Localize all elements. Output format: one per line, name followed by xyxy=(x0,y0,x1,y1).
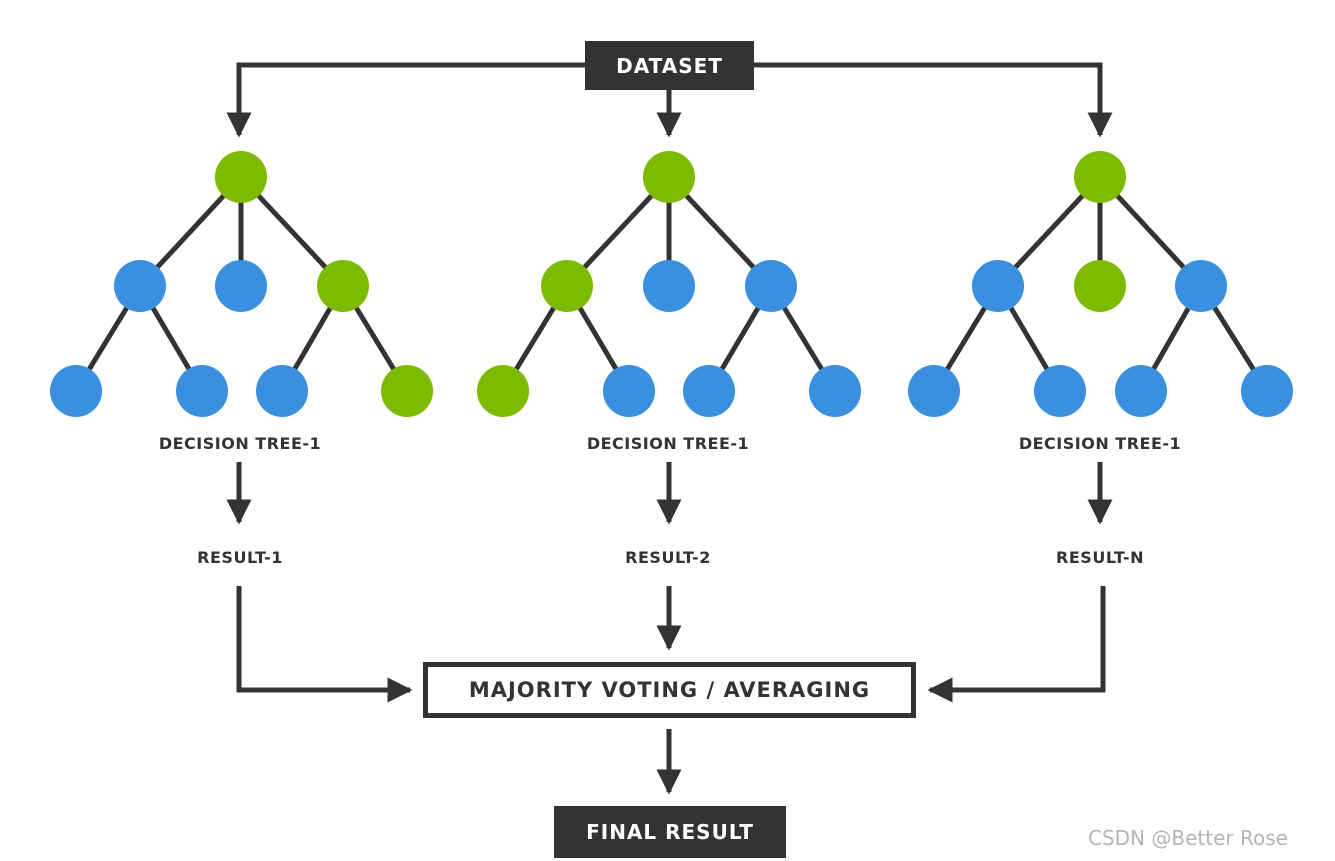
result-n-label: RESULT-N xyxy=(1056,548,1144,567)
tree-3-leaf-node-1 xyxy=(908,365,960,417)
dataset-label: DATASET xyxy=(616,53,723,78)
tree-3-leaf-node-2 xyxy=(1034,365,1086,417)
tree-2-leaf-node-3 xyxy=(683,365,735,417)
final-result-box: FINAL RESULT xyxy=(554,806,786,858)
tree-3-level1-node-3 xyxy=(1175,260,1227,312)
tree-2-leaf-node-1 xyxy=(477,365,529,417)
tree-3-root-node xyxy=(1074,151,1126,203)
dataset-box: DATASET xyxy=(585,41,754,90)
watermark-text: CSDN @Better Rose xyxy=(1088,826,1288,850)
tree-2-leaf-node-4 xyxy=(809,365,861,417)
tree-1-level1-node-3 xyxy=(317,260,369,312)
tree-3-level1-node-1 xyxy=(972,260,1024,312)
tree-2-level1-node-2 xyxy=(643,260,695,312)
tree-1-label: DECISION TREE-1 xyxy=(158,434,322,453)
tree-1-leaf-node-1 xyxy=(50,365,102,417)
tree-1-root-node xyxy=(215,151,267,203)
tree-3-leaf-node-4 xyxy=(1241,365,1293,417)
tree-3-leaf-node-3 xyxy=(1115,365,1167,417)
arrow-dataset-to-tree-1 xyxy=(226,62,585,138)
tree-3-level1-node-2 xyxy=(1074,260,1126,312)
tree-1-leaf-node-2 xyxy=(176,365,228,417)
connector-lines xyxy=(226,62,1113,795)
tree-1-level1-node-1 xyxy=(114,260,166,312)
arrow-dataset-to-tree-3 xyxy=(754,62,1113,138)
tree-1-leaf-node-3 xyxy=(256,365,308,417)
result-1-label: RESULT-1 xyxy=(197,548,283,567)
arrow-result-n-to-aggregator xyxy=(927,586,1106,703)
aggregator-label: MAJORITY VOTING / AVERAGING xyxy=(468,678,871,702)
tree-2-level1-node-3 xyxy=(745,260,797,312)
aggregator-box: MAJORITY VOTING / AVERAGING xyxy=(423,662,916,718)
final-result-label: FINAL RESULT xyxy=(586,820,754,844)
tree-1-leaf-node-4 xyxy=(381,365,433,417)
tree-2-level1-node-1 xyxy=(541,260,593,312)
tree-nodes xyxy=(50,151,1293,417)
tree-1-level1-node-2 xyxy=(215,260,267,312)
tree-3-label: DECISION TREE-1 xyxy=(1018,434,1182,453)
tree-2-leaf-node-2 xyxy=(603,365,655,417)
tree-2-root-node xyxy=(643,151,695,203)
arrow-result-1-to-aggregator xyxy=(236,586,413,703)
tree-2-label: DECISION TREE-1 xyxy=(586,434,750,453)
result-2-label: RESULT-2 xyxy=(625,548,711,567)
